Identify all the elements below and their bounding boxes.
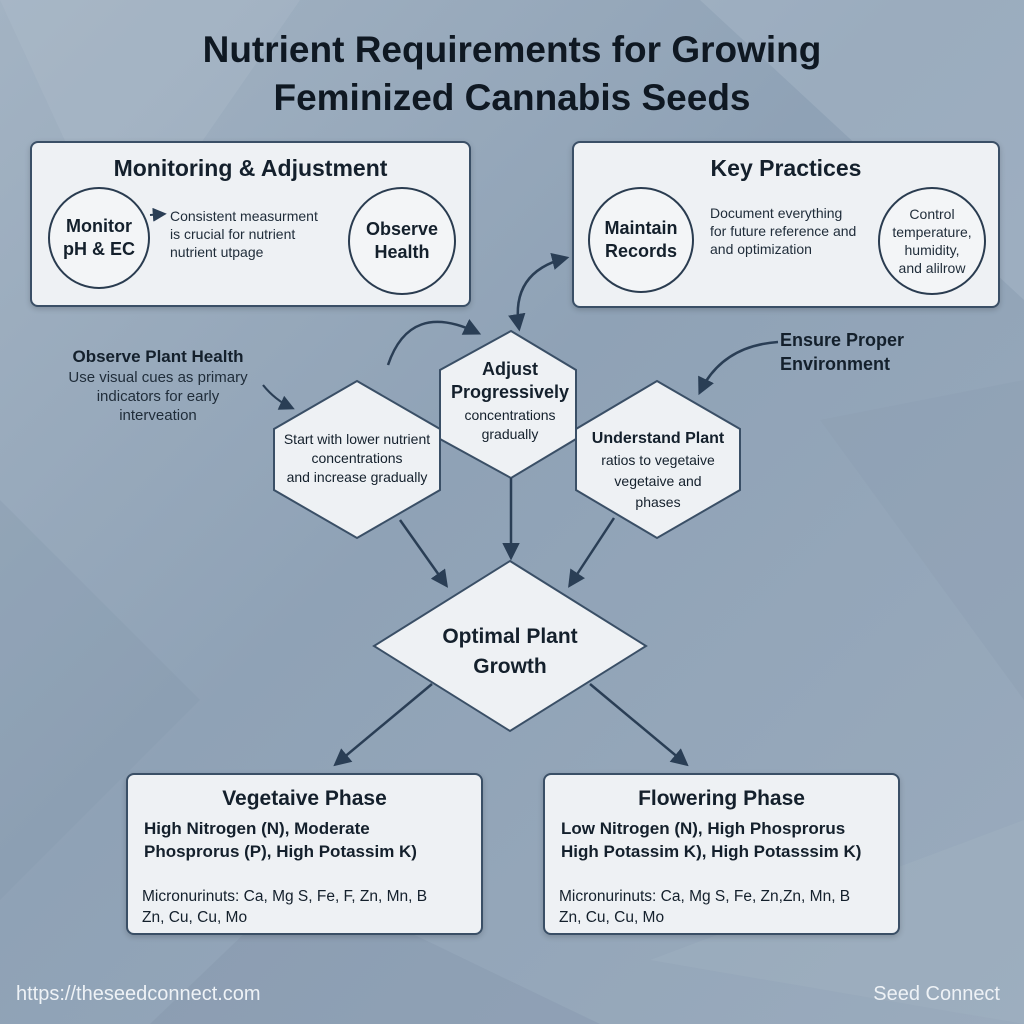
vegetative-phase-box: Vegetaive Phase High Nitrogen (N), Moder… [126, 773, 483, 935]
circle-line: Observe [365, 219, 439, 239]
macro-line: High Nitrogen (N), Moderate [144, 819, 370, 838]
diamond-line: Optimal Plant [442, 625, 578, 648]
footer-brand: Seed Connect [873, 983, 1000, 1005]
observe-plant-health-title: Observe Plant Health [72, 347, 244, 366]
hex-line: concentrations [464, 407, 556, 423]
monitoring-adjustment-box: Monitoring & Adjustment Monitor pH & EC … [30, 141, 471, 307]
hex-title-line: Progressively [450, 382, 570, 402]
hex-line: gradually [481, 426, 539, 442]
title-line-1: Nutrient Requirements for Growing [202, 29, 822, 70]
circle-line: and alilrow [898, 260, 966, 276]
diamond-line: Growth [473, 655, 547, 678]
arrow-to-adjust [386, 319, 482, 366]
note-line: interveation [119, 407, 197, 424]
macro-line: Low Nitrogen (N), High Phosprorus [561, 819, 846, 838]
micro-line: Micronurinuts: Ca, Mg S, Fe, Zn,Zn, Mn, … [559, 888, 851, 905]
circle-line: Maintain [604, 218, 678, 238]
practices-note: Document everything for future reference… [710, 204, 856, 258]
hex-left-text: Start with lower nutrient concentrations… [274, 430, 440, 487]
note-line: nutrient utpage [170, 244, 264, 260]
hex-line: and increase gradually [286, 469, 428, 485]
page-title: Nutrient Requirements for Growing Femini… [0, 26, 1024, 122]
arrow-to-key-practices [508, 252, 570, 332]
circle-line: Records [604, 241, 677, 261]
hex-line: Start with lower nutrient [283, 431, 431, 447]
note-line: Ensure Proper [780, 330, 905, 350]
hex-line: ratios to vegetaive [601, 452, 715, 468]
note-line: for future reference and [710, 223, 857, 239]
note-line: Environment [780, 354, 891, 374]
footer-url[interactable]: https://theseedconnect.com [16, 983, 261, 1005]
vegetative-macros: High Nitrogen (N), Moderate Phosprorus (… [144, 817, 417, 863]
control-environment-circle: Control temperature, humidity, and alilr… [878, 187, 986, 295]
note-line: is crucial for nutrient [170, 226, 296, 242]
hex-right-title: Understand Plant [591, 430, 725, 447]
flowering-macros: Low Nitrogen (N), High Phosprorus High P… [561, 817, 861, 863]
arrow-observe-plant-health [262, 384, 295, 410]
vegetative-micros: Micronurinuts: Ca, Mg S, Fe, F, Zn, Mn, … [142, 886, 427, 928]
practices-title: Key Practices [710, 155, 862, 181]
circle-line: Monitor [66, 216, 132, 236]
hex-right-text: Understand Plant ratios to vegetaive veg… [576, 428, 740, 513]
ensure-environment-note: Ensure Proper Environment [780, 328, 932, 376]
circle-line: Health [374, 242, 430, 262]
observe-health-circle: Observe Health [348, 187, 456, 295]
monitoring-title: Monitoring & Adjustment [113, 155, 388, 181]
micro-line: Zn, Cu, Cu, Mo [559, 909, 665, 926]
note-line: Consistent measurment [170, 208, 318, 224]
arrow-monitor-note [149, 207, 167, 222]
arrow-right-hex-to-diamond [568, 517, 616, 588]
monitoring-note: Consistent measurment is crucial for nut… [170, 207, 318, 261]
flowering-phase-box: Flowering Phase Low Nitrogen (N), High P… [543, 773, 900, 935]
flowering-micros: Micronurinuts: Ca, Mg S, Fe, Zn,Zn, Mn, … [559, 886, 850, 928]
macro-line: High Potassim K), High Potasssim K) [561, 842, 862, 861]
arrow-diamond-to-vegetative [333, 683, 433, 767]
micro-line: Micronurinuts: Ca, Mg S, Fe, F, Zn, Mn, … [142, 888, 428, 905]
hex-title-line: Adjust [482, 359, 538, 379]
circle-line: pH & EC [63, 239, 135, 259]
macro-line: Phosprorus (P), High Potassim K) [144, 842, 417, 861]
diamond-text: Optimal Plant Growth [410, 622, 610, 682]
note-line: indicators for early [96, 388, 220, 405]
circle-line: Control [909, 206, 955, 222]
monitor-ph-ec-circle: Monitor pH & EC [48, 187, 150, 289]
key-practices-box: Key Practices Maintain Records Document … [572, 141, 1000, 308]
micro-line: Zn, Cu, Cu, Mo [142, 909, 248, 926]
circle-line: humidity, [904, 242, 960, 258]
title-line-2: Feminized Cannabis Seeds [273, 77, 751, 118]
note-line: Use visual cues as primary [68, 369, 248, 386]
observe-plant-health-note: Observe Plant Health Use visual cues as … [50, 346, 266, 425]
maintain-records-circle: Maintain Records [588, 187, 694, 293]
hex-line: phases [635, 494, 681, 510]
circle-line: temperature, [892, 224, 972, 240]
diamond-shape [372, 559, 648, 733]
note-line: and optimization [710, 241, 812, 257]
hex-line: vegetaive and [614, 473, 702, 489]
note-line: Document everything [710, 205, 843, 221]
arrow-diamond-to-flowering [589, 683, 689, 767]
arrow-left-hex-to-diamond [398, 519, 449, 588]
vegetative-title: Vegetaive Phase [222, 787, 387, 810]
arrow-ensure-environment [698, 340, 779, 396]
flowering-title: Flowering Phase [638, 787, 805, 810]
hex-line: concentrations [311, 450, 403, 466]
hex-center-text: Adjust Progressively concentrations grad… [440, 358, 580, 444]
hex-right-shape [575, 379, 741, 540]
